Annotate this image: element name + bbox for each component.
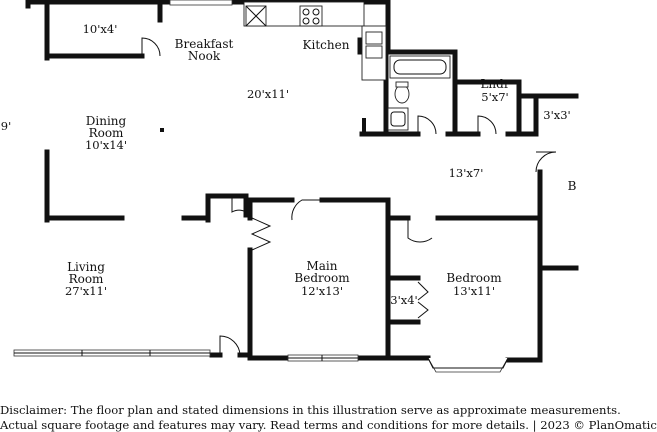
door-bedroom [407,218,433,243]
bathtub [389,55,451,79]
living-name-1: Living [67,260,105,274]
dining-name-1: Dining [86,114,127,128]
door-hall-closet [231,196,247,213]
window-top [169,0,233,6]
toilet [394,84,410,104]
door-laundry [477,115,497,135]
dining-name-2: Room [89,126,124,140]
disclaimer-line-1: Disclaimer: The floor plan and stated di… [0,403,621,417]
closet-mid-dim: 3'x4' [390,293,417,307]
edge-left-dim: 9' [1,119,11,133]
laundry-dim: 5'x7' [481,90,508,104]
stove [299,5,323,27]
main-bedroom-name-2: Bedroom [294,271,350,285]
laundry-name: Lndr [480,77,509,91]
bedroom-dim: 13'x11' [453,284,495,298]
edge-right-label: B [568,179,577,193]
main-bedroom-name-1: Main [306,259,337,273]
living-dim: 27'x11' [65,284,107,298]
dining-dim: 10'x14' [85,138,127,152]
bedroom-name: Bedroom [446,271,502,285]
fixtures [160,1,451,132]
disclaimer-line-2: Actual square footage and features may v… [0,417,657,432]
breakfast-name-2: Nook [188,49,221,63]
kitchen-sink [365,31,383,45]
bifold-closet-right [417,301,429,319]
floor-plan: 10'x4' Breakfast Nook Kitchen 20'x11' Ln… [1,0,579,373]
door-closet-right [535,151,557,173]
breakfast-name-1: Breakfast [175,37,234,51]
windows [13,0,509,373]
door-closet-top [141,37,161,57]
room-labels: 10'x4' Breakfast Nook Kitchen 20'x11' Ln… [1,22,577,307]
door-main-bedroom [291,199,322,221]
disclaimer: Disclaimer: The floor plan and stated di… [0,403,657,432]
window-bay [427,357,509,373]
bifold-closet-left [417,281,429,301]
hall-dim: 13'x7' [449,166,484,180]
main-bedroom-dim: 12'x13' [301,284,343,298]
walls [25,0,579,363]
door-entry [219,335,241,356]
doors [141,37,557,356]
kitchen-name: Kitchen [303,38,350,52]
door-bath [417,115,437,135]
closet-top-dim: 10'x4' [83,22,118,36]
kitchen-dim: 20'x11' [247,87,289,101]
bifold-closet-main [250,217,272,251]
living-name-2: Room [69,272,104,286]
bath-vanity [387,107,409,131]
closet-right-dim: 3'x3' [543,108,570,122]
